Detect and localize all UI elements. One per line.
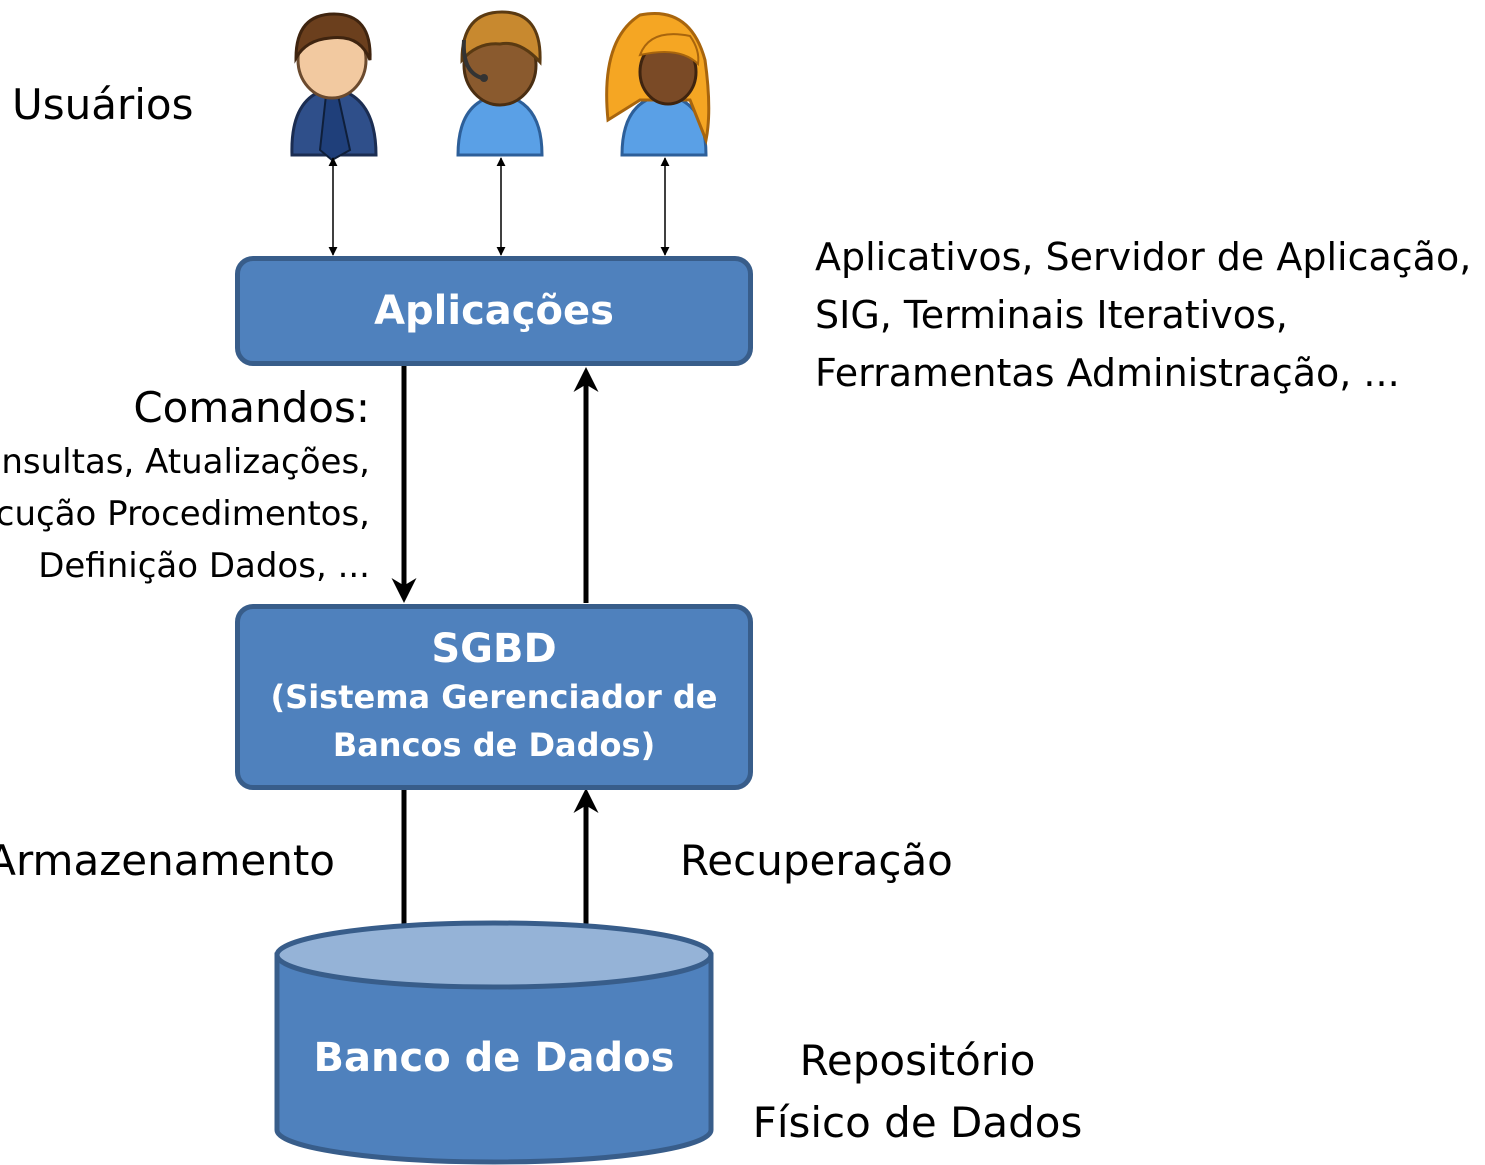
headset-operator-user-icon bbox=[456, 10, 544, 157]
sgbd-box: SGBD (Sistema Gerenciador de Bancos de D… bbox=[235, 604, 753, 790]
storage-label: Armazenamento bbox=[0, 836, 335, 885]
sgbd-subtitle-line: (Sistema Gerenciador de bbox=[270, 678, 718, 716]
applications-box: Aplicações bbox=[235, 256, 753, 366]
applications-example-line: SIG, Terminais Iterativos, bbox=[815, 293, 1288, 337]
commands-item: Consultas, Atualizações, bbox=[0, 442, 370, 482]
database-label: Banco de Dados bbox=[313, 1035, 675, 1081]
sgbd-subtitle-line: Bancos de Dados) bbox=[332, 726, 656, 764]
applications-examples: Aplicativos, Servidor de Aplicação, SIG,… bbox=[815, 228, 1471, 402]
businessman-user-icon bbox=[290, 12, 378, 162]
commands-block: Comandos: Consultas, Atualizações, Execu… bbox=[0, 380, 370, 592]
commands-item: Definição Dados, ... bbox=[38, 546, 370, 586]
applications-example-line: Ferramentas Administração, ... bbox=[815, 351, 1400, 395]
applications-example-line: Aplicativos, Servidor de Aplicação, bbox=[815, 235, 1472, 279]
blonde-woman-user-icon bbox=[605, 12, 711, 157]
commands-title: Comandos: bbox=[133, 383, 370, 432]
database-cylinder bbox=[274, 920, 714, 1165]
applications-box-label: Aplicações bbox=[374, 288, 614, 334]
database-description-line: Repositório bbox=[799, 1036, 1036, 1085]
commands-item: Execução Procedimentos, bbox=[0, 494, 370, 534]
sgbd-title: SGBD bbox=[431, 626, 557, 672]
users-label: Usuários bbox=[12, 80, 194, 129]
database-description-line: Físico de Dados bbox=[752, 1098, 1083, 1147]
retrieval-label: Recuperação bbox=[680, 836, 953, 885]
database-description: Repositório Físico de Dados bbox=[740, 1030, 1095, 1154]
